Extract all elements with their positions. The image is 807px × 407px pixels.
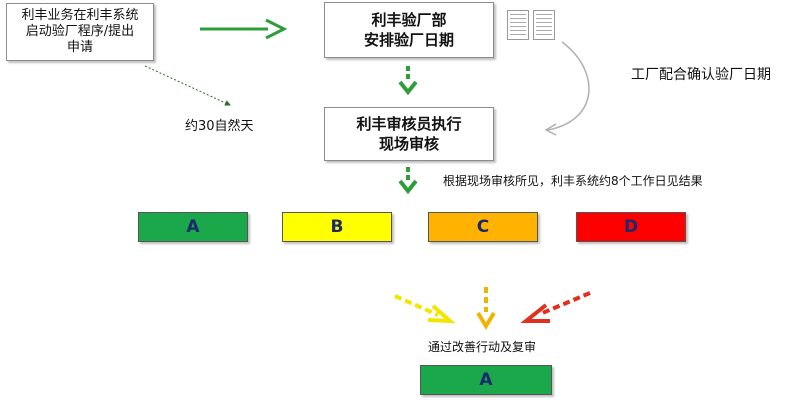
arrange-audit-date-box: 利丰验厂部 安排验厂日期: [324, 2, 494, 58]
onsite-audit-box: 利丰审核员执行 现场审核: [324, 107, 494, 161]
document-icon: [507, 10, 529, 40]
document-icon: [533, 10, 555, 40]
dashed-arrow-icon: [144, 65, 231, 106]
grade-c-box: C: [428, 212, 538, 242]
start-line-1: 利丰业务在利丰系统: [21, 8, 139, 23]
grade-a-box: A: [138, 212, 248, 242]
start-line-3: 申请: [66, 40, 93, 55]
dashed-arrow-icon: [520, 291, 591, 323]
dashed-arrow-icon: [476, 287, 496, 330]
improve-note: 通过改善行动及复审: [428, 340, 537, 354]
arrow-right-icon: [200, 18, 288, 40]
arrange-line-2: 安排验厂日期: [363, 31, 454, 49]
arrange-line-1: 利丰验厂部: [371, 11, 447, 29]
start-process-box: 利丰业务在利丰系统 启动验厂程序/提出 申请: [6, 3, 154, 61]
dashed-arrow-icon: [394, 294, 456, 324]
start-line-2: 启动验厂程序/提出: [25, 24, 135, 39]
arrow-down-icon: [398, 167, 418, 195]
curved-arrow-icon: [544, 41, 590, 136]
natural-days-note: 约30自然天: [185, 119, 254, 134]
result-note: 根据现场审核所见，利丰系统约8个工作日见结果: [443, 174, 703, 188]
factory-confirm-note: 工厂配合确认验厂日期: [631, 67, 771, 83]
audit-line-1: 利丰审核员执行: [356, 115, 462, 133]
arrow-down-icon: [398, 66, 418, 96]
grade-d-box: D: [576, 212, 686, 242]
final-grade-a-box: A: [420, 365, 552, 395]
grade-b-box: B: [282, 212, 392, 242]
audit-line-2: 现场审核: [378, 135, 439, 153]
